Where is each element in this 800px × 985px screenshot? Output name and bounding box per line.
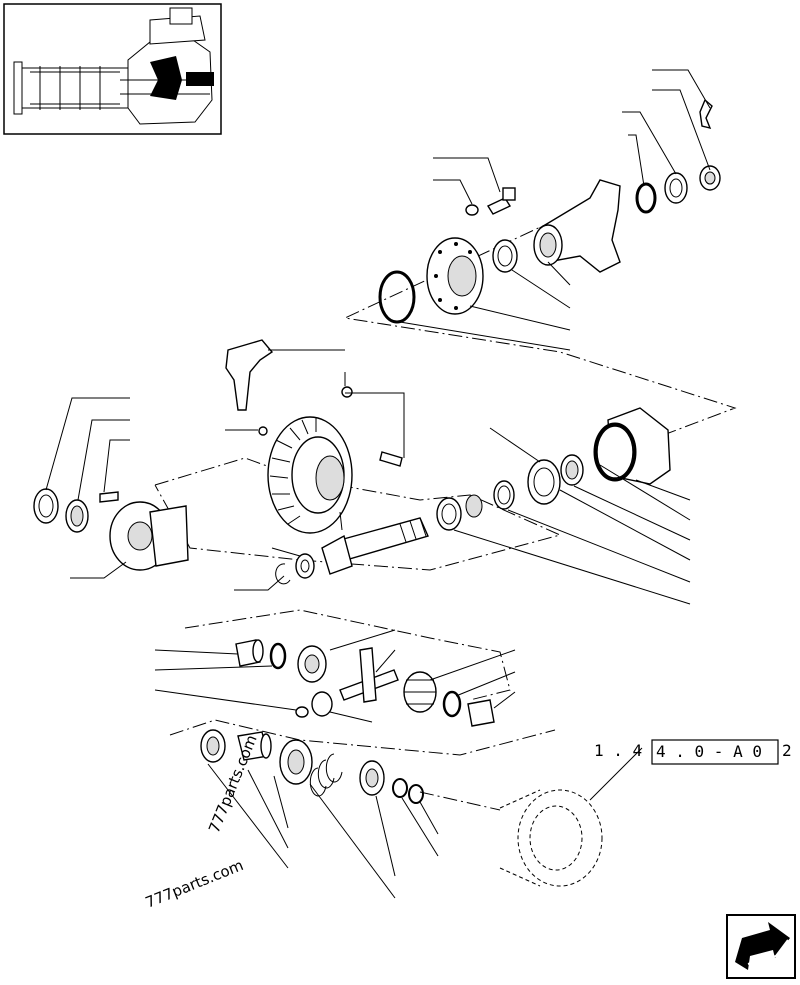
part-nut-39 (699, 165, 721, 191)
part-washer-40 (664, 172, 688, 204)
part-side-gear-13 (297, 645, 327, 683)
part-housing-25 (593, 407, 671, 485)
part-bearing-23 (560, 454, 584, 486)
part-crown-gear (267, 416, 353, 534)
part-oring-11-right (442, 690, 462, 718)
watermark-text: 777parts.com (143, 856, 246, 912)
part-bushing-12-left (235, 639, 264, 667)
part-pin-29 (258, 426, 268, 436)
part-oring-35 (378, 270, 416, 324)
part-pinion-shaft-19 (321, 517, 429, 575)
reference-code[interactable]: 1 . 4 4 . 0 - A 0 2 (594, 739, 792, 765)
part-seal-33 (492, 239, 518, 273)
part-ring-30 (527, 459, 561, 505)
part-bolt-36 (486, 187, 516, 215)
part-spring-2 (309, 753, 343, 797)
part-bearing-17 (65, 499, 89, 533)
part-side-gear-15 (403, 671, 437, 713)
part-diff-case-10 (109, 501, 189, 571)
part-reference-housing (499, 789, 603, 887)
part-bearing-22 (493, 480, 515, 510)
part-ring-4 (392, 778, 408, 798)
part-pinion-8 (311, 691, 333, 717)
leader-lines (45, 69, 711, 899)
part-spider-14 (339, 647, 399, 703)
part-bolt-18 (99, 491, 119, 503)
part-oring-41 (635, 182, 657, 214)
part-washer-20 (295, 553, 315, 579)
reference-suffix: 2 (782, 741, 792, 760)
part-clutch-7 (279, 739, 313, 785)
part-bearing-16 (33, 488, 59, 524)
part-snap-ring-38 (699, 98, 713, 130)
part-washer-37 (465, 204, 479, 216)
part-bushing-12-right (467, 699, 495, 727)
part-snap-ring-21 (275, 563, 291, 585)
part-screw-27 (341, 386, 353, 398)
next-page-arrow-icon[interactable] (726, 914, 796, 979)
part-gear-3 (359, 760, 385, 796)
part-cover-34 (426, 237, 484, 315)
part-ring-6 (237, 731, 272, 761)
reference-boxed-code: 4 . 0 - A 0 (656, 742, 762, 761)
part-bracket-26 (225, 339, 274, 411)
part-bolt-28 (379, 451, 403, 467)
part-ring-1 (408, 784, 424, 804)
part-yoke-32 (533, 179, 621, 273)
reference-prefix: 1 . 4 (594, 741, 642, 760)
part-washer-9 (295, 706, 309, 718)
axle-assembly-thumbnail[interactable] (3, 3, 222, 135)
part-bearing-5 (200, 729, 226, 763)
part-bearing-31 (436, 494, 483, 531)
part-oring-11-left (269, 642, 287, 670)
